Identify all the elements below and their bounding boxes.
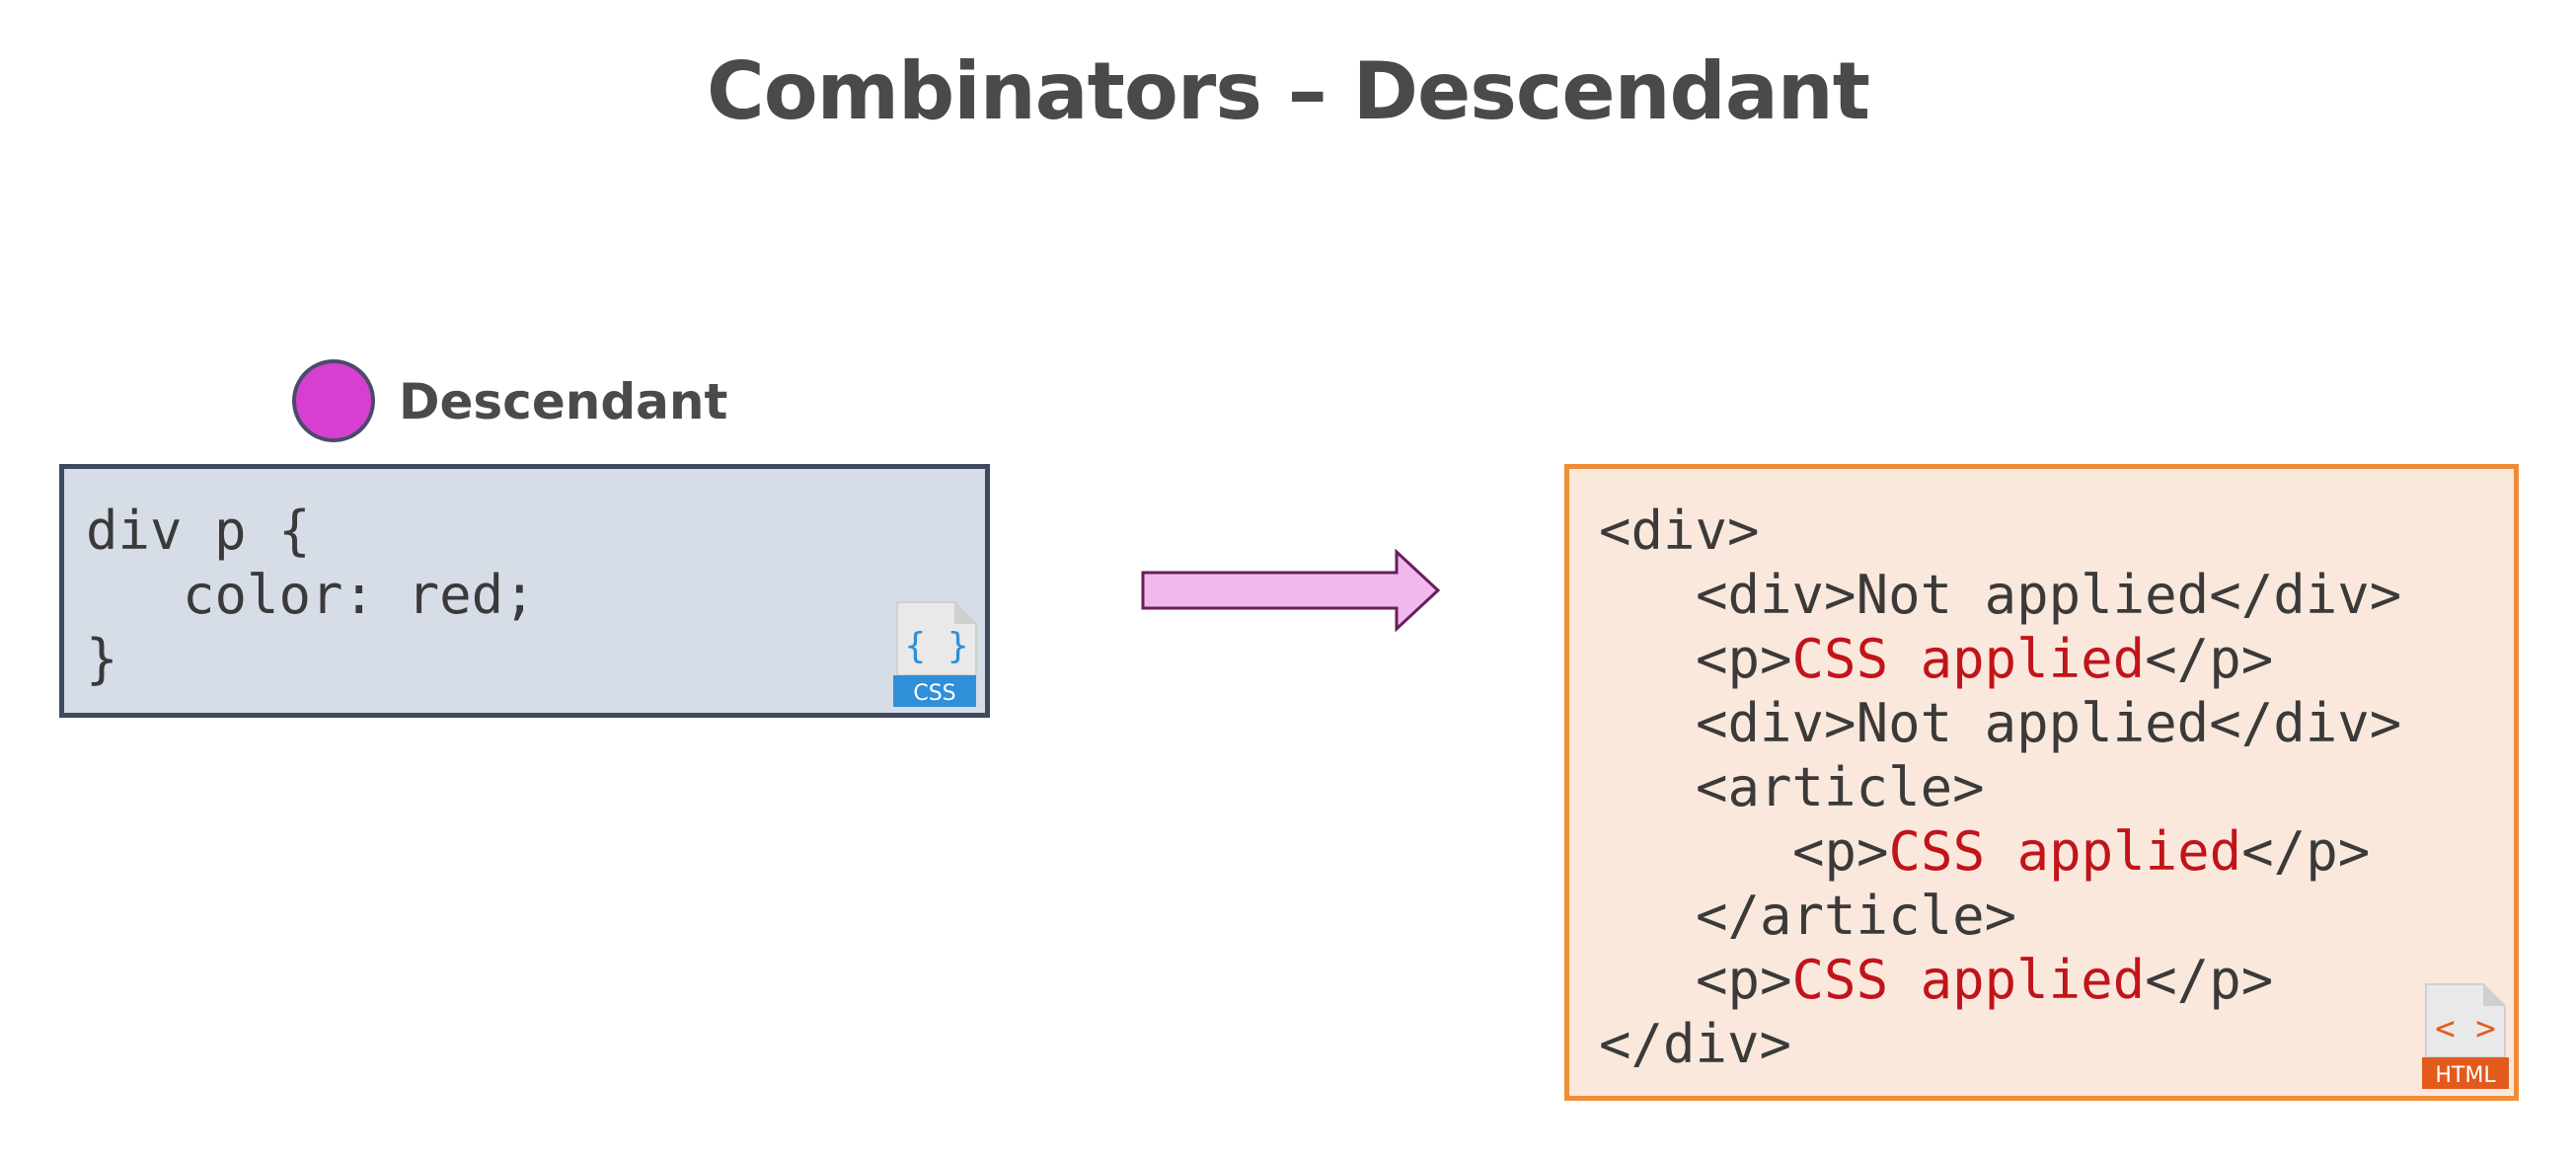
descendant-marker-dot xyxy=(292,359,375,442)
css-line-close: } xyxy=(86,628,118,690)
html-line: <p>CSS applied</p> xyxy=(1792,820,2371,883)
html-line-open-div: <div> xyxy=(1599,500,1760,562)
html-badge-label: HTML xyxy=(2435,1063,2496,1088)
curly-braces-icon: { } xyxy=(904,626,968,666)
css-line-declaration: color: red; xyxy=(183,564,536,626)
css-file-icon: { } CSS xyxy=(893,601,977,707)
html-file-icon: < > HTML xyxy=(2422,983,2509,1089)
descendant-marker-label: Descendant xyxy=(399,373,728,430)
html-code-box: <div> <div>Not applied</div> <p>CSS appl… xyxy=(1564,464,2519,1101)
applied-text: CSS applied xyxy=(1791,628,2146,690)
css-badge-label: CSS xyxy=(913,681,955,706)
html-line: <div>Not applied</div> xyxy=(1696,564,2402,626)
slide-title: Combinators – Descendant xyxy=(707,45,1870,137)
html-line: <p>CSS applied</p> xyxy=(1696,628,2274,690)
angle-brackets-icon: < > xyxy=(2435,1009,2495,1048)
applied-text: CSS applied xyxy=(1791,949,2146,1011)
css-code-box: div p { color: red; } xyxy=(59,464,990,718)
applied-text: CSS applied xyxy=(1888,820,2242,883)
html-line: <article> xyxy=(1696,756,1985,818)
right-arrow-icon xyxy=(1141,549,1441,632)
html-line: <p>CSS applied</p> xyxy=(1696,949,2274,1011)
html-line: </article> xyxy=(1696,885,2017,947)
css-line-selector: div p { xyxy=(86,500,311,562)
html-line-close-div: </div> xyxy=(1599,1013,1792,1075)
html-line: <div>Not applied</div> xyxy=(1696,692,2402,754)
